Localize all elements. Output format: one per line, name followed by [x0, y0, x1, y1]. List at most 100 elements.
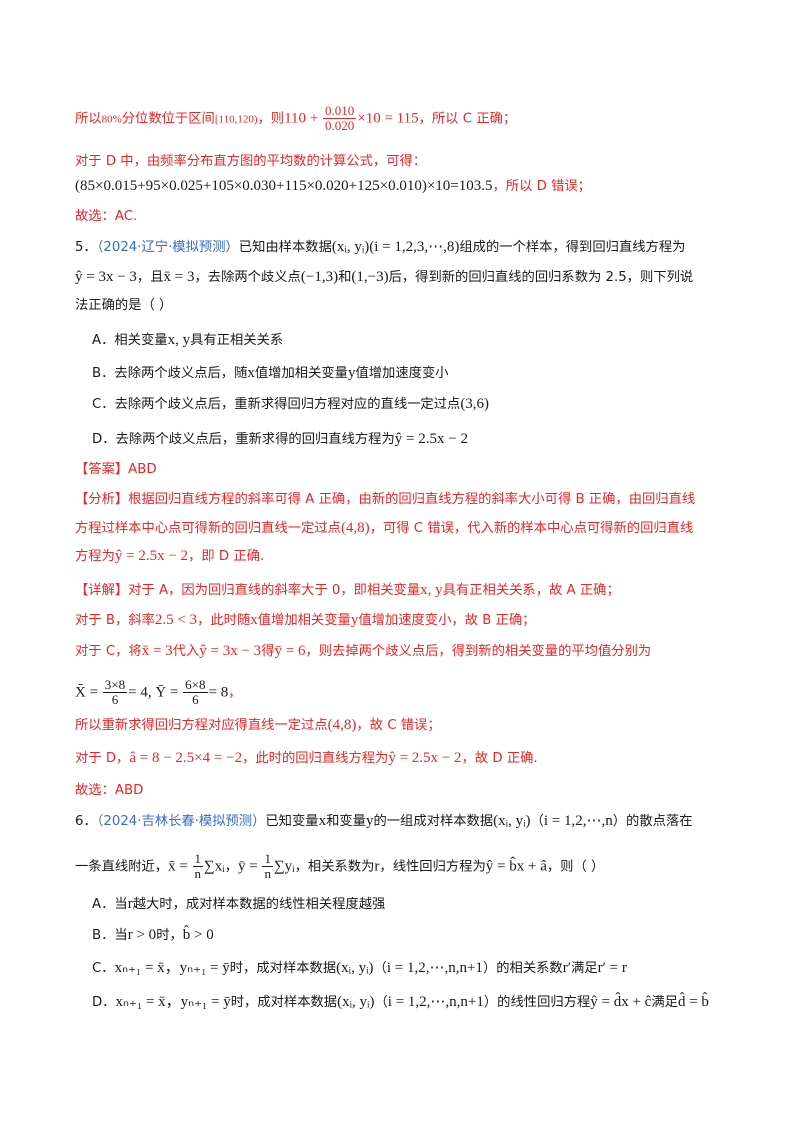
- math-expression: x, y: [167, 332, 191, 348]
- text-segment: 值增加相关变量: [257, 613, 351, 628]
- math-expression: x̄ = 3: [163, 269, 195, 285]
- math-expression: r′ = r: [597, 960, 627, 976]
- text-line-l25: A．当r越大时，成对样本数据的线性相关程度越强: [92, 894, 740, 915]
- math-expression: y: [347, 365, 356, 381]
- text-segment: 满足: [571, 961, 598, 976]
- math-expression: [110,120): [214, 113, 258, 126]
- text-segment: 对于 D 中，由频率分布直方图的平均数的计算公式，可得：: [75, 154, 427, 169]
- math-expression: y: [365, 813, 374, 829]
- text-segment: 值增加速度变小: [355, 366, 449, 381]
- text-line-l16: 【详解】对于 A，因为回归直线的斜率大于 0，即相关变量x, y具有正相关关系，…: [75, 580, 740, 601]
- text-line-l9: B．去除两个歧义点后，随x值增加相关变量y值增加速度变小: [92, 363, 740, 384]
- text-segment: 5．: [75, 240, 97, 255]
- text-segment: ，所以 D 错误；: [492, 179, 591, 194]
- text-segment: ，所以 C 正确；: [418, 111, 517, 127]
- math-expression: ŷ = 2.5x − 2: [114, 548, 189, 564]
- text-segment: 已知变量: [265, 814, 319, 829]
- text-segment: 已知由样本数据: [238, 240, 332, 255]
- text-segment: 对于 B，斜率: [75, 613, 155, 628]
- text-segment: ）的散点落在: [612, 814, 693, 829]
- text-segment: ，故 D 正确.: [461, 751, 538, 766]
- text-segment: 故选：AC.: [75, 209, 138, 224]
- text-segment: B．当: [92, 928, 128, 943]
- math-expression: 80%: [101, 113, 122, 126]
- math-expression: (3,6): [460, 396, 490, 412]
- numerator: 1: [262, 851, 273, 867]
- text-segment: 越大时，成对样本数据的线性相关程度越强: [132, 897, 386, 912]
- text-segment: 【分析】根据回归直线方程的斜率可得 A 正确，由新的回归直线方程的斜率大小可得 …: [75, 492, 696, 507]
- text-segment: 满足: [651, 995, 678, 1010]
- text-line-l10: C．去除两个歧义点后，重新求得回归方程对应的直线一定过点(3,6): [92, 394, 740, 415]
- denominator: 6: [111, 692, 119, 707]
- math-expression: X̄ =: [75, 684, 102, 701]
- text-segment: 代入: [172, 644, 200, 659]
- text-segment: 组成的一个样本，得到回归直线方程为: [459, 240, 686, 255]
- text-line-l18: 对于 C，将x̄ = 3代入ŷ = 3x − 3得ȳ = 6，则去掉两个歧义点后…: [75, 641, 740, 662]
- math-expression: ȳ = 6: [274, 643, 306, 659]
- text-segment: ，故 C 错误；: [356, 718, 441, 733]
- math-expression: y: [350, 612, 359, 628]
- text-line-l22: 故选：ABD: [75, 781, 740, 801]
- math-expression: ∑xᵢ: [204, 858, 225, 875]
- text-line-l15: 方程为ŷ = 2.5x − 2，即 D 正确.: [75, 546, 740, 567]
- text-segment: 【详解】对于 A，因为回归直线的斜率大于 0，即相关变量: [75, 583, 421, 598]
- math-expression: (xᵢ, yᵢ): [493, 813, 531, 829]
- math-expression: r: [374, 858, 380, 875]
- text-segment: 6．: [75, 814, 97, 829]
- text-segment: 【答案】ABD: [75, 462, 157, 477]
- text-segment: ，且: [136, 270, 164, 285]
- text-line-l3: (85×0.015+95×0.025+105×0.030+115×0.020+1…: [75, 176, 740, 197]
- math-expression: (xᵢ, yᵢ)(i = 1,2,3,⋯,8): [331, 239, 460, 255]
- numerator: 1: [192, 851, 204, 867]
- text-segment: 对于 C，将: [75, 644, 142, 659]
- text-line-l8: A．相关变量x, y具有正相关关系: [92, 330, 740, 351]
- math-expression: â = 8 − 2.5×4 = −2: [129, 750, 243, 766]
- math-expression: 2.5 < 3: [154, 612, 198, 628]
- math-expression: ŷ = 3x − 3: [75, 269, 137, 285]
- text-segment: ，线性回归方程为: [379, 859, 486, 875]
- math-expression: (xᵢ, yᵢ): [336, 960, 374, 976]
- math-expression: r > 0: [127, 927, 157, 943]
- math-expression: xₙ₊₁ = x̄，yₙ₊₁ = ȳ: [115, 994, 231, 1010]
- text-segment: C．去除两个歧义点后，重新求得回归方程对应的直线一定过点: [92, 397, 461, 412]
- text-segment: 后，得到新的回归直线的回归系数为 2.5，则下列说: [388, 270, 694, 285]
- text-line-l27: C．xₙ₊₁ = x̄，yₙ₊₁ = ȳ时，成对样本数据(xᵢ, yᵢ)（i =…: [92, 958, 740, 979]
- text-segment: 对于 D，: [75, 751, 130, 766]
- math-expression: (1,−3): [351, 269, 389, 285]
- text-segment: 所以: [75, 111, 102, 127]
- text-segment: D．: [92, 995, 116, 1010]
- math-expression: xₙ₊₁ = x̄，yₙ₊₁ = ȳ: [114, 960, 230, 976]
- text-line-l5: 5．（2024·辽宁·模拟预测）已知由样本数据(xᵢ, yᵢ)(i = 1,2,…: [75, 237, 740, 258]
- text-segment: C．: [92, 961, 115, 976]
- text-segment: ）的线性回归方程: [483, 995, 591, 1010]
- numerator: 3×8: [102, 677, 128, 693]
- math-expression: x, y: [420, 582, 443, 598]
- text-segment: （: [373, 961, 387, 976]
- math-expression: ŷ = b̂x + â: [485, 858, 547, 875]
- text-segment: ，相关系数为: [294, 859, 375, 875]
- text-segment: 时，成对样本数据: [230, 995, 338, 1010]
- math-expression: ŷ = 2.5x − 2: [394, 431, 468, 447]
- math-expression: r′: [562, 960, 571, 976]
- math-expression: (4,8): [327, 717, 357, 733]
- denominator: 0.020: [325, 118, 355, 133]
- math-expression: ŷ = 2.5x − 2: [388, 750, 462, 766]
- text-line-l14: 方程过样本中心点可得新的回归直线一定过点(4,8)，可得 C 错误，代入新的样本…: [75, 518, 740, 539]
- text-segment: ，: [228, 685, 242, 701]
- math-expression: ∑yᵢ: [273, 858, 295, 875]
- denominator: n: [264, 866, 271, 881]
- math-expression: x: [247, 365, 255, 381]
- text-segment: ，则（ ）: [546, 859, 605, 875]
- text-segment: （: [374, 995, 388, 1010]
- text-segment: 法正确的是（ ）: [75, 298, 173, 313]
- text-segment: ，即 D 正确.: [188, 549, 265, 564]
- text-line-l21: 对于 D，â = 8 − 2.5×4 = −2，此时的回归直线方程为ŷ = 2.…: [75, 748, 740, 769]
- text-line-l26: B．当r > 0时，b̂ > 0: [92, 925, 740, 946]
- text-line-l11: D．去除两个歧义点后，重新求得的回归直线方程为ŷ = 2.5x − 2: [92, 429, 740, 450]
- text-segment: ）的相关系数: [482, 961, 563, 976]
